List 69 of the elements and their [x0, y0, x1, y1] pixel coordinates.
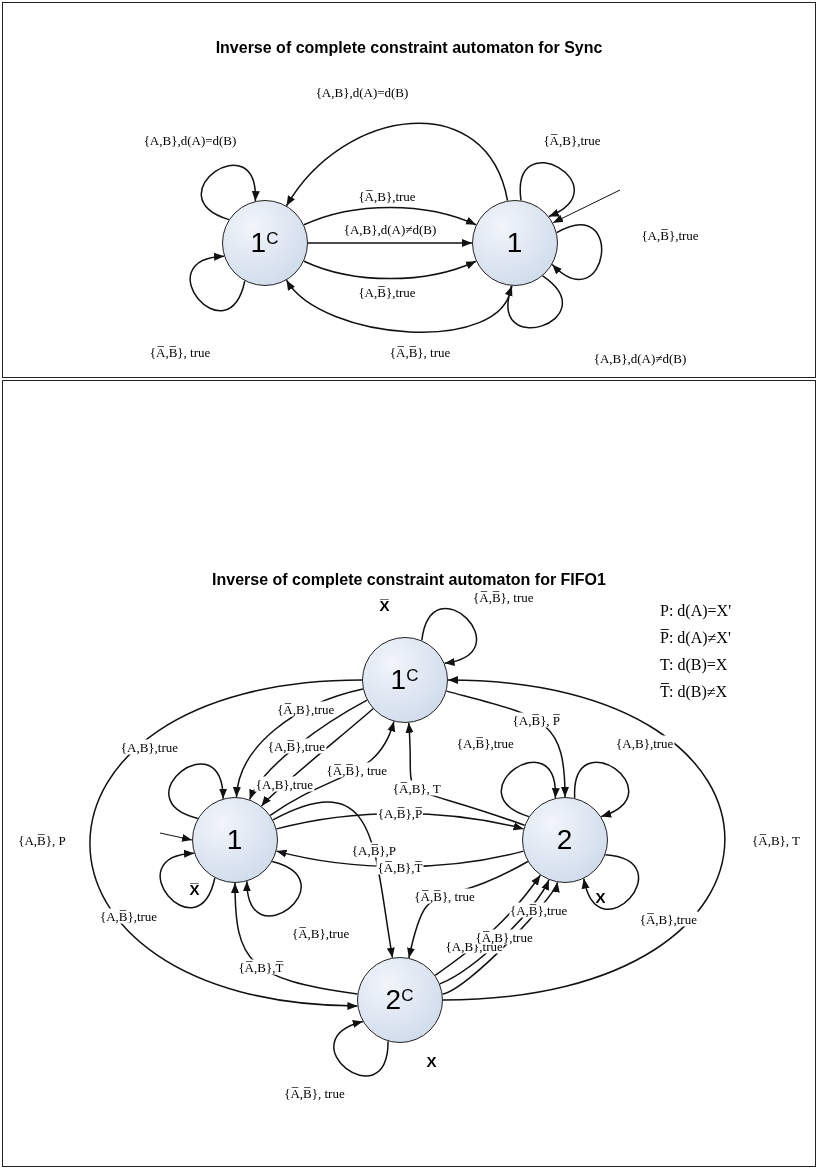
transition-arrow [303, 260, 477, 280]
panel-frame [2, 2, 816, 378]
edge-label: {A,B̅},true [508, 902, 569, 918]
condition-note: P: d(A)=X' [660, 602, 731, 620]
transition-arrow [500, 761, 559, 818]
edge-label: {A̅,B},true [357, 188, 417, 204]
edge-label: {A̅,B̅}, true [283, 1085, 346, 1101]
transition-arrow [333, 1020, 389, 1077]
edge-label: {A,B̅}, P [17, 832, 67, 848]
transition-arrow [303, 206, 477, 226]
edge-label: {A̅,B̅}, true [325, 762, 389, 778]
state-circle: 2 [521, 796, 608, 883]
edge-label: {A,B̅}, P̅ [511, 712, 562, 728]
state-annotation: X̅ [189, 880, 200, 898]
panel-label: Inverse of complete constraint automaton for FIFO1 [211, 571, 607, 589]
edge-label: {A̅,B̅}, true [413, 888, 476, 904]
state-circle: 2$^{C}$ [356, 956, 443, 1043]
edge-label: {A̅,B},true [542, 132, 602, 148]
transition-arrow [89, 679, 363, 1010]
transition-arrow [272, 801, 395, 959]
transition-arrow [285, 279, 513, 333]
state-circle: 1 [191, 796, 278, 883]
edge-label: {A̅,B},true [290, 925, 351, 941]
transition-arrow [582, 853, 640, 910]
condition-note: T: d(B)=X [660, 656, 728, 674]
edge-label: {A,B},true [615, 735, 675, 751]
transition-arrow [168, 763, 226, 820]
state-circle: 1$^{C}$ [221, 199, 308, 286]
panel-label: Inverse of complete constraint automaton for Sync [214, 39, 604, 57]
transition-arrow [307, 239, 473, 247]
transition-arrow [159, 832, 193, 842]
transition-arrow [200, 164, 259, 221]
transition-arrow [442, 676, 726, 1001]
state-annotation: X [595, 888, 606, 906]
transition-arrow [421, 608, 477, 665]
transition-arrow [573, 761, 630, 818]
edge-label: {A̅,B}, T [391, 780, 442, 796]
edge-label: {A,B̅},true [455, 735, 515, 751]
edge-label: {A,B},true [254, 776, 314, 792]
state-circle: 1 [471, 199, 558, 286]
transition-arrow [519, 162, 576, 218]
edge-label: {A̅,B̅}, true [388, 344, 452, 360]
edge-label: {A,B̅},true [640, 227, 700, 243]
edge-label: {A,B̅},true [266, 738, 326, 754]
transition-arrow [551, 224, 603, 281]
edge-label: {A,B̅},true [98, 908, 159, 924]
transition-arrow [552, 189, 621, 224]
transition-arrow [189, 253, 246, 312]
edge-label: {A̅,B},T̅ [237, 959, 285, 975]
edge-label: {A̅,B},true [638, 911, 698, 927]
transition-arrow [159, 850, 216, 909]
edge-label: {A̅,B},T̅ [376, 859, 424, 875]
panel-frame [2, 380, 816, 1167]
transition-arrow [505, 275, 563, 329]
edge-label: {A̅,B},true [276, 701, 336, 717]
condition-note: T̅: d(B)≠X [660, 683, 728, 701]
edge-label: {A,B̅},true [357, 284, 417, 300]
state-annotation: X [426, 1052, 437, 1070]
state-circle: 1$^{C}$ [361, 636, 448, 723]
condition-note: P̅: d(A)≠X' [660, 629, 731, 647]
transition-arrow [285, 122, 509, 207]
edge-label: {A̅,B̅}, true [148, 344, 212, 360]
transition-arrow [244, 860, 302, 917]
edge-label: {A,B̅},P [350, 842, 398, 858]
state-annotation: X̅ [379, 596, 390, 614]
edge-label: {A̅,B}, T [751, 832, 801, 848]
edge-label: {A̅,B̅}, true [472, 589, 535, 605]
edge-label: {A,B},true [119, 739, 180, 755]
edge-label: {A,B̅},P̅ [376, 805, 424, 821]
